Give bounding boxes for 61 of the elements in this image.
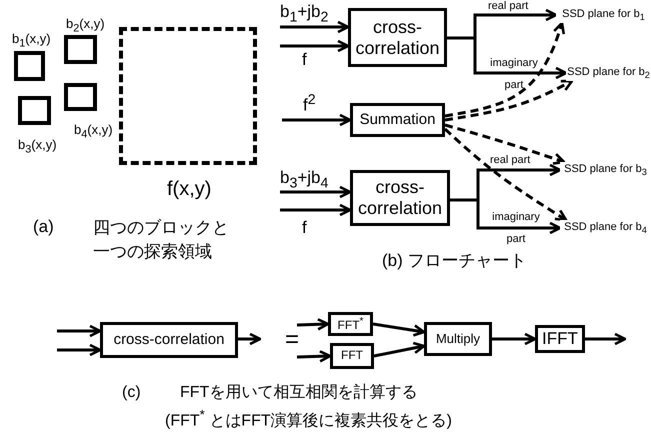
node-text: SSD plane for b$_{4}$ [564, 220, 647, 236]
node-text: FFT [341, 349, 363, 363]
process-box [535, 325, 585, 353]
arrow [296, 350, 332, 363]
panel-label: (c) [122, 383, 141, 402]
block-label: b$_{3}$(x,y) [18, 138, 57, 156]
edge-label: f$^{2}$ [303, 92, 316, 116]
dashed-arrow [444, 22, 566, 118]
edge-label: f [302, 50, 307, 70]
process-box [424, 322, 492, 356]
process-box [328, 312, 373, 336]
arrow [280, 186, 352, 198]
block-label: b$_{2}$(x,y) [66, 17, 105, 34]
arrow [296, 318, 330, 331]
dashed-arrow [444, 80, 574, 122]
equals-sign: = [285, 326, 300, 355]
arrow [280, 40, 350, 52]
edge-label: imaginary part [491, 210, 541, 247]
dashed-arrow [444, 128, 568, 222]
arrow [372, 322, 426, 337]
arrow [57, 324, 102, 338]
arrow [447, 36, 568, 80]
node-text: SSD plane for b$_{2}$ [567, 66, 650, 80]
arrow [280, 204, 352, 216]
node-text: cross-correlation [356, 177, 444, 219]
edge-label: imaginary part [489, 56, 539, 93]
dashed-arrow [444, 124, 566, 165]
arrow [585, 332, 626, 346]
block-label: b$_{4}$(x,y) [74, 123, 113, 140]
node-text: cross-correlation [354, 16, 441, 58]
node-text: cross-correlation [114, 331, 224, 349]
node-text: Multiply [436, 332, 480, 346]
edge-label: real part [490, 154, 530, 168]
caption-text: (FFT$^{*}$ とはFFT演算後に複素共役をとる) [165, 407, 452, 431]
node-text: FFT$^{*}$ [338, 316, 364, 332]
arrow [492, 332, 536, 346]
node-text: SSD plane for b$_{1}$ [562, 8, 645, 22]
process-box [350, 103, 445, 137]
edge-label: b$_{3}$+jb$_{4}$ [280, 168, 328, 192]
panel-label: (a) [33, 217, 54, 238]
arrow [238, 332, 262, 346]
process-box [348, 8, 447, 67]
caption-text: (b) フローチャート [382, 251, 526, 272]
process-box [350, 170, 450, 226]
edge-label: f [302, 218, 307, 238]
caption-text: FFTを用いて相互相関を計算する [180, 383, 418, 402]
process-box [330, 343, 374, 369]
arrow [57, 344, 102, 356]
arrow [450, 198, 562, 234]
arrow [280, 20, 350, 34]
caption-text: 四つのブロックと一つの探索領域 [93, 217, 230, 263]
process-box [100, 322, 238, 358]
arrow [374, 342, 426, 358]
node-text: IFFT [542, 329, 578, 349]
edge-label: real part [488, 0, 528, 14]
block-label: b$_{1}$(x,y) [12, 32, 51, 50]
node-text: SSD plane for b$_{3}$ [564, 162, 647, 178]
node-text: Summation [360, 111, 436, 129]
block-label: f(x,y) [167, 179, 212, 199]
arrow [282, 114, 352, 126]
edge-label: b$_{1}$+jb$_{2}$ [280, 2, 328, 26]
